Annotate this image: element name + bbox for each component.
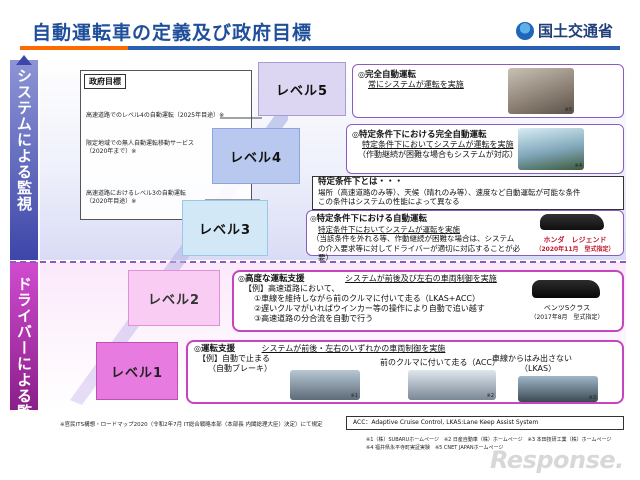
level-1-description: ◎運転支援 システムが前後・左右のいずれかの車両制御を実施 【例】自動で止まる … xyxy=(194,344,494,374)
level-5-photo: ※5 xyxy=(508,68,574,114)
photo-note: ※4 xyxy=(574,163,582,169)
level-4-description: ◎特定条件下における完全自動運転 特定条件下においてシステムが運転を実施 （作動… xyxy=(352,130,518,159)
photo-note: ※2 xyxy=(486,393,494,399)
level-4-head: 特定条件下における完全自動運転 xyxy=(358,130,487,140)
page-title: 自動運転車の定義及び政府目標 xyxy=(32,22,313,44)
level-5-step: レベル5 xyxy=(258,62,346,116)
level-1-lkas-text: 車線からはみ出さない （LKAS） xyxy=(492,354,572,374)
benz-date: （2017年8月 型式指定） xyxy=(530,314,604,321)
honda-caption: ホンダ レジェンド （2020年11月 型式指定） xyxy=(528,236,622,254)
benz-s-class-car xyxy=(532,280,600,298)
source-footnote: ※官民ITS構想・ロードマップ2020（令和2年7月 IT総合戦略本部（本部長 … xyxy=(60,422,323,428)
honda-name: ホンダ レジェンド xyxy=(543,236,607,244)
ministry-name: 国土交通省 xyxy=(538,22,614,40)
lkas-line: 車線からはみ出さない xyxy=(492,354,572,363)
photo-note: ※3 xyxy=(588,395,596,401)
condition-note-head: 特定条件下とは・・・ xyxy=(318,177,404,187)
ministry-logo: 国土交通省 xyxy=(516,20,613,41)
level-5-description: ◎完全自動運転 常にシステムが運転を実施 xyxy=(358,70,464,89)
level-2-line: 【例】高速道路において、 xyxy=(244,284,340,293)
level-5-card xyxy=(352,64,624,118)
level-4-line: （作動継続が困難な場合もシステムが対応） xyxy=(358,150,518,159)
level-1-line: 【例】自動で止まる xyxy=(198,354,270,363)
level-1-line: （自動ブレーキ） xyxy=(208,364,272,373)
driver-axis-label: ドライバーによる監視 xyxy=(15,276,33,436)
photo-credits: ※4 福井県永平寺町実証実験 ※5 CNET JAPANホームページ xyxy=(366,445,504,451)
level-3-line: の介入要求等に対してドライバーが適切に対応することが必要） xyxy=(318,243,521,263)
honda-legend-car xyxy=(540,214,604,230)
benz-name: ベンツSクラス xyxy=(543,304,591,312)
level-3-line: 特定条件下においてシステムが運転を実施 xyxy=(318,224,461,234)
system-axis-label: システムによる監視 xyxy=(15,68,33,212)
level-1-acc-text: 前のクルマに付いて走る（ACC） xyxy=(380,358,501,367)
level-1-step: レベル1 xyxy=(96,342,178,400)
level-1-head: 運転支援 xyxy=(200,344,235,354)
condition-note-box xyxy=(312,176,624,210)
level-4-line: 特定条件下においてシステムが運転を実施 xyxy=(362,140,514,149)
gov-target-item: 高速道路におけるレベル3の自動運転（2020年目途）※ xyxy=(86,190,186,205)
benz-caption: ベンツSクラス （2017年8月 型式指定） xyxy=(524,304,610,322)
condition-note-line: 場所（高速道路のみ等）、天候（晴れのみ等）、速度など自動運転が可能な条件 xyxy=(318,187,581,197)
level-2-line: ③高速道路の分合流を自動で行う xyxy=(254,314,374,323)
level-2-subhead: システムが前後及び左右の車両制御を実施 xyxy=(345,274,497,283)
axis-up-arrow-icon xyxy=(16,55,32,65)
level-5-head: 完全自動運転 xyxy=(364,70,416,80)
lkas-line: （LKAS） xyxy=(520,364,557,373)
band-divider xyxy=(10,261,626,263)
gov-target-item: 限定地域での無人自動運転移動サービス（2020年まで）※ xyxy=(86,140,195,155)
level-2-step: レベル2 xyxy=(128,270,220,326)
condition-note-line: この条件はシステムの性能によって異なる xyxy=(318,197,460,206)
response-watermark: Response. xyxy=(490,446,624,474)
gov-target-item: 高速道路でのレベル4の自動運転（2025年目途）※ xyxy=(86,112,225,119)
level-4-photo: ※4 xyxy=(518,128,584,170)
level-3-line: （当該条件を外れる等、作動継続が困難な場合は、システム xyxy=(312,234,515,243)
ministry-mark-icon xyxy=(516,21,534,40)
title-rule xyxy=(20,46,620,50)
level-2-line: ①車線を維持しながら前のクルマに付いて走る（LKAS+ACC） xyxy=(254,294,481,303)
level-1-subhead: システムが前後・左右のいずれかの車両制御を実施 xyxy=(261,344,446,353)
level-1-brake-photo: ※1 xyxy=(290,370,360,400)
level-2-head: 高度な運転支援 xyxy=(244,274,305,284)
government-targets-title: 政府目標 xyxy=(84,74,126,89)
condition-note: 特定条件下とは・・・ 場所（高速道路のみ等）、天候（晴れのみ等）、速度など自動運… xyxy=(318,177,624,207)
level-3-step: レベル3 xyxy=(182,200,268,256)
acc-lkas-legend: ACC：Adaptive Cruise Control, LKAS:Lane K… xyxy=(346,416,624,430)
level-4-step: レベル4 xyxy=(212,128,300,184)
photo-note: ※5 xyxy=(564,107,572,113)
level-3-description: ◎特定条件下における自動運転 特定条件下においてシステムが運転を実施 （当該条件… xyxy=(310,214,525,263)
level-5-line: 常にシステムが運転を実施 xyxy=(368,80,464,89)
honda-date: （2020年11月 型式指定） xyxy=(535,246,615,253)
photo-credits: ※1（株）SUBARUホームページ ※2 日産自動車（株）ホームページ ※3 本… xyxy=(366,437,612,443)
level-1-acc-photo: ※2 xyxy=(408,370,496,400)
driver-axis xyxy=(10,262,38,410)
level-3-head: 特定条件下における自動運転 xyxy=(316,214,428,224)
level-2-description: ◎高度な運転支援 システムが前後及び左右の車両制御を実施 【例】高速道路において… xyxy=(238,274,528,324)
system-axis xyxy=(10,60,38,260)
level-1-lkas-photo: ※3 xyxy=(518,376,598,402)
level-2-line: ②遅いクルマがいればウインカー等の操作により自動で追い越す xyxy=(254,304,485,313)
photo-note: ※1 xyxy=(350,393,358,399)
